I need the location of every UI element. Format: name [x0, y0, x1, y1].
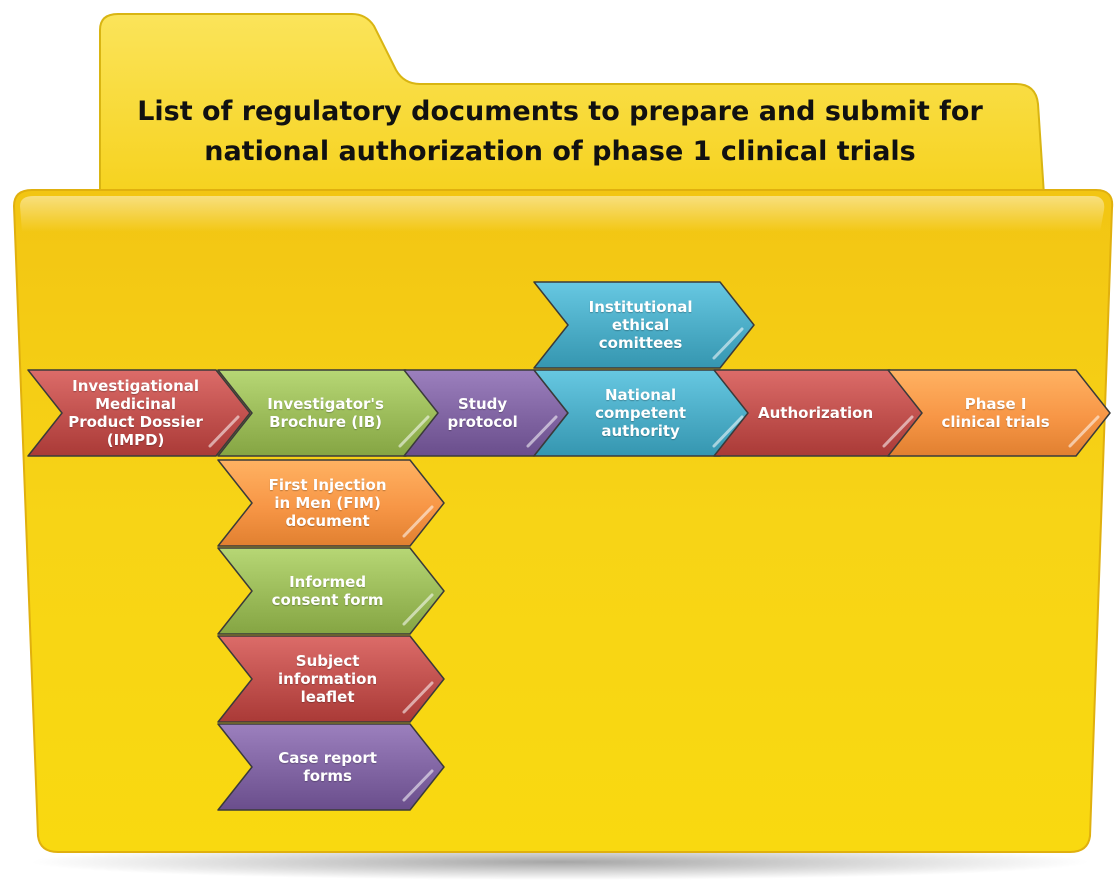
step-subject-leaflet-highlight: [402, 681, 434, 714]
step-authorization-highlight: [882, 415, 914, 448]
step-phase1-trials-highlight: [1068, 415, 1100, 448]
chevron-group: [27, 281, 1111, 811]
step-ethical-committees-chevron: [533, 281, 755, 369]
folder-tab: [99, 13, 1046, 197]
title-line-2: national authorization of phase 1 clinic…: [204, 136, 916, 167]
step-phase1-trials-chevron: [887, 369, 1111, 457]
step-informed-consent-highlight: [402, 593, 434, 626]
step-investigator-brochure-highlight: [398, 415, 430, 448]
step-subject-leaflet-chevron: [217, 635, 445, 723]
step-case-report-forms-highlight: [402, 769, 434, 802]
step-impd-chevron: [27, 369, 251, 457]
page-title: List of regulatory documents to prepare …: [120, 92, 1000, 172]
step-impd-highlight: [208, 415, 240, 448]
step-informed-consent-chevron: [217, 547, 445, 635]
step-investigator-brochure-chevron: [217, 369, 441, 457]
step-ethical-committees-highlight: [712, 327, 744, 360]
step-study-protocol-highlight: [526, 415, 558, 448]
step-fim-document-highlight: [402, 505, 434, 538]
step-case-report-forms-chevron: [217, 723, 445, 811]
folder-gloss: [20, 196, 1105, 232]
step-fim-document-chevron: [217, 459, 445, 547]
step-national-authority-highlight: [712, 415, 744, 448]
title-line-1: List of regulatory documents to prepare …: [137, 96, 983, 127]
